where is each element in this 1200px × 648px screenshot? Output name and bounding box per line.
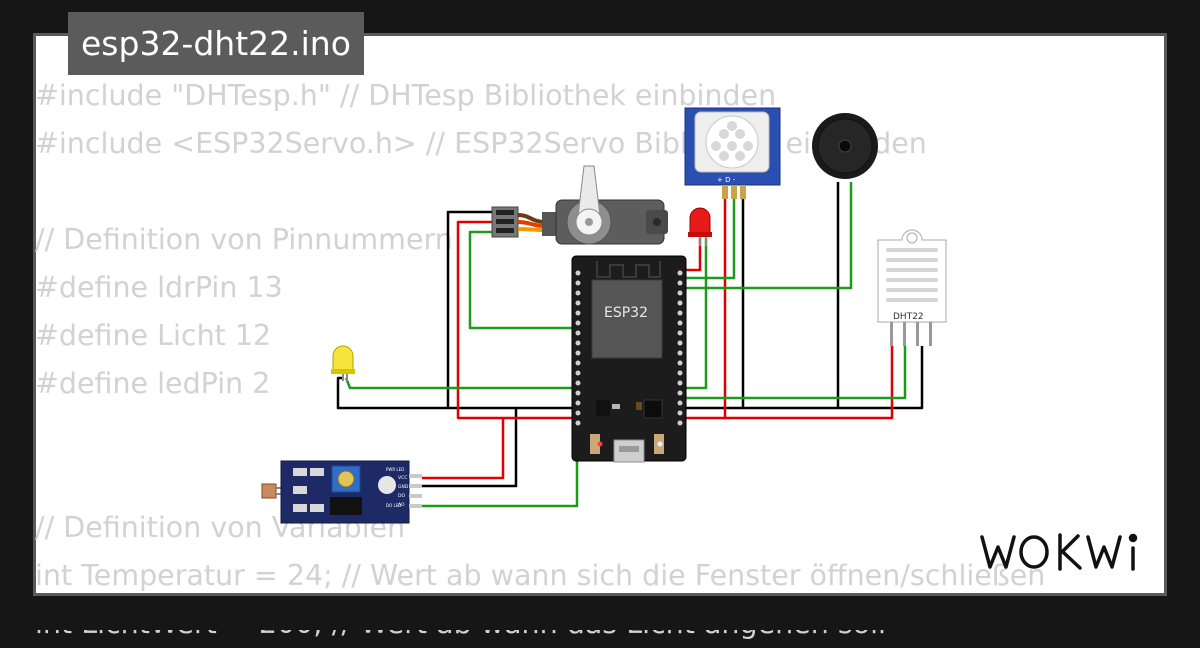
- ldr-vcc-label: VCC: [398, 475, 407, 481]
- code-line: // Definition von Pinnummern: [35, 223, 453, 256]
- wire-vcc-ldr: [422, 418, 505, 480]
- ldr-module: PWR LED DO LED VCC GND DO AO: [261, 460, 422, 524]
- wire-gnd-led: [336, 376, 448, 410]
- ldr-gnd-label: GND: [398, 484, 409, 490]
- frame-border-bottom: [33, 593, 1167, 596]
- code-line: #define ldrPin 13: [35, 271, 283, 304]
- yellow-led: [331, 345, 355, 381]
- esp32-board: ESP32: [571, 255, 687, 463]
- servo-motor: [491, 165, 668, 245]
- frame-bottom: [0, 596, 1200, 630]
- dht22-sensor: DHT22: [877, 229, 947, 346]
- ldr-do-label: DO LED: [386, 503, 401, 508]
- wire-sig-servo: [468, 230, 578, 330]
- ldr-pwr-label: PWR LED: [386, 467, 404, 472]
- pir-pin-labels: + D -: [717, 176, 736, 184]
- wire-led-red: [681, 238, 702, 272]
- wire-sig-buzzer: [681, 182, 853, 290]
- wokwi-logo: [980, 533, 1138, 571]
- file-title-tag: esp32-dht22.ino: [68, 12, 364, 75]
- pir-sensor: + D -: [684, 107, 781, 199]
- code-line: #include "DHTesp.h" // DHTesp Bibliothek…: [35, 79, 777, 112]
- wire-gnd-servo: [446, 210, 577, 410]
- wire-gnd-ldr: [422, 408, 518, 488]
- wire-sig-dht: [681, 346, 907, 400]
- wire-sig-pir: [681, 198, 736, 280]
- circuit-diagram: + D - DHT22: [261, 107, 1138, 571]
- wire-sig-ldr: [422, 398, 579, 508]
- wire-sig-red: [681, 238, 708, 390]
- code-line: #define ledPin 2: [35, 367, 271, 400]
- frame-border-right: [1164, 33, 1167, 596]
- ldr-d0-label: DO: [398, 493, 405, 499]
- dht22-label: DHT22: [893, 312, 924, 322]
- frame-right: [1167, 0, 1200, 630]
- buzzer: [812, 113, 878, 179]
- esp32-label: ESP32: [604, 305, 648, 321]
- wire-gnd-right: [681, 346, 924, 410]
- red-led: [688, 207, 712, 246]
- code-line: #define Licht 12: [35, 319, 272, 352]
- wire-vcc-servo: [456, 220, 894, 420]
- ldr-a0-label: AO: [398, 502, 405, 508]
- wire-sig-led: [344, 377, 578, 390]
